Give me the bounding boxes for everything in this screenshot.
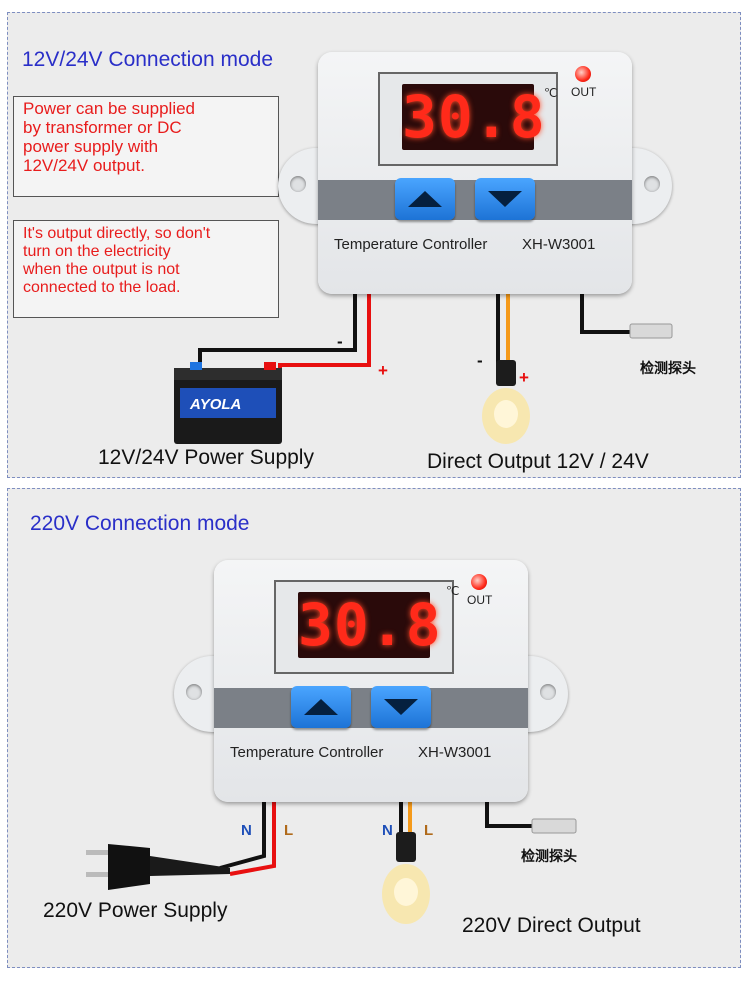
top-temperature-controller: 30.8 ℃ OUT Temperature Controller XH-W30… xyxy=(278,52,672,294)
arrow-up-icon xyxy=(408,191,442,207)
top-wiring xyxy=(198,292,673,370)
arrow-up-icon xyxy=(304,699,338,715)
top-minus-load: - xyxy=(477,351,483,370)
top-display-bezel: 30.8 xyxy=(378,72,558,166)
top-note-warning: It's output directly, so don't turn on t… xyxy=(13,220,279,318)
bottom-mode-title: 220V Connection mode xyxy=(30,512,250,535)
arrow-down-icon xyxy=(384,699,418,715)
bottom-out-label: OUT xyxy=(467,593,493,607)
top-mode-title: 12V/24V Connection mode xyxy=(22,48,274,71)
bottom-probe-label: 检测探头 xyxy=(521,849,577,865)
power-plug-icon xyxy=(86,844,230,890)
bottom-temperature-display: 30.8 xyxy=(298,591,442,659)
bottom-direct-output-label: 220V Direct Output xyxy=(462,914,641,937)
bottom-up-button[interactable] xyxy=(291,686,351,728)
bottom-down-button[interactable] xyxy=(371,686,431,728)
bottom-power-supply-label: 220V Power Supply xyxy=(43,899,228,922)
top-celsius-unit: ℃ xyxy=(544,86,558,100)
top-direct-output-label: Direct Output 12V / 24V xyxy=(427,450,649,473)
top-plus-battery: + xyxy=(378,361,388,380)
top-minus-battery: - xyxy=(337,332,343,351)
top-controller-model: XH-W3001 xyxy=(522,236,596,253)
top-temperature-display: 30.8 xyxy=(402,83,546,151)
bottom-n-plug: N xyxy=(241,822,252,839)
top-power-supply-label: 12V/24V Power Supply xyxy=(98,446,314,469)
bottom-l-plug: L xyxy=(284,822,294,839)
bottom-wiring xyxy=(219,786,577,876)
bottom-display-bezel: 30.8 xyxy=(274,580,454,674)
top-light-bulb-icon xyxy=(482,360,530,444)
bottom-controller-label: Temperature Controller xyxy=(230,744,384,761)
bottom-n-load: N xyxy=(382,822,393,839)
bottom-controller-model: XH-W3001 xyxy=(418,744,492,761)
top-note-power: Power can be supplied by transformer or … xyxy=(13,96,279,197)
bottom-temperature-controller: 30.8 ℃ OUT Temperature Controller XH-W30… xyxy=(174,560,568,802)
arrow-down-icon xyxy=(488,191,522,207)
bottom-l-load: L xyxy=(424,822,434,839)
battery-icon: AYOLA xyxy=(174,362,282,444)
bottom-light-bulb-icon xyxy=(382,832,430,924)
top-down-button[interactable] xyxy=(475,178,535,220)
top-up-button[interactable] xyxy=(395,178,455,220)
top-probe-label: 检测探头 xyxy=(640,361,696,377)
top-plus-load: + xyxy=(519,368,529,387)
bottom-out-led xyxy=(471,574,487,590)
top-controller-label: Temperature Controller xyxy=(334,236,488,253)
top-out-led xyxy=(575,66,591,82)
top-out-label: OUT xyxy=(571,85,597,99)
battery-brand: AYOLA xyxy=(189,396,241,413)
bottom-celsius-unit: ℃ xyxy=(446,584,460,598)
